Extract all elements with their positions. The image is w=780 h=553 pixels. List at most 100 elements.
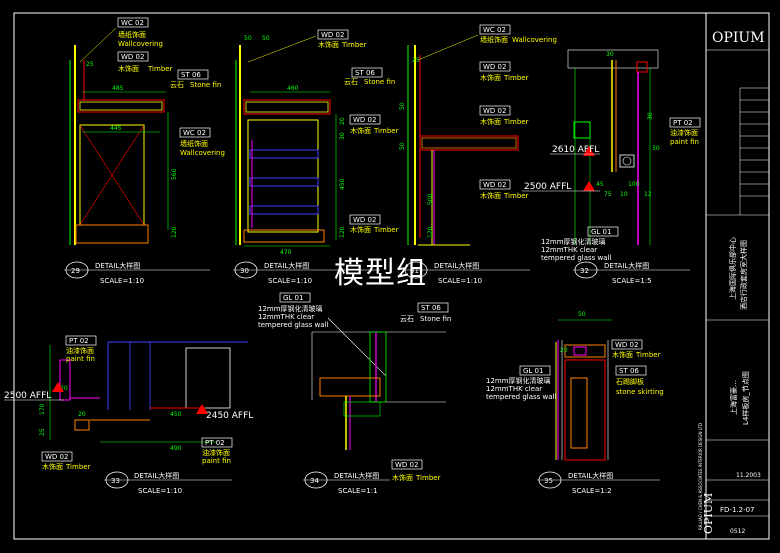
detail-34-num: 34 — [310, 477, 319, 485]
detail-30-num: 30 — [240, 267, 249, 275]
label-30-timber-cn-b: 木饰面 — [350, 126, 371, 135]
label-30-timber-cn: 木饰面 — [318, 40, 339, 49]
detail-34-scale: SCALE=1:1 — [338, 487, 378, 495]
dim-32-8: 12 — [644, 191, 652, 198]
tag-34-wd02: WD 02 — [395, 461, 418, 469]
dim-30-3: 460 — [287, 85, 299, 92]
detail-34: GL 01 12mm厚钢化清玻璃 12mmTHK clear tempered … — [258, 292, 451, 495]
detail-31-scale: SCALE=1:10 — [438, 277, 482, 285]
dim-30-5: 120 — [339, 226, 346, 238]
label-32-paint-en: paint fin — [670, 138, 699, 146]
tag-31-wd02-c: WD 02 — [483, 181, 506, 189]
sheet-name: 上海富豪… — [729, 380, 738, 415]
tag-30-st06: ST 06 — [355, 69, 375, 77]
dim-33-3: 170 — [39, 403, 46, 415]
label-33-timber-cn: 木饰面 — [42, 462, 63, 471]
label-30-timber-en-c: Timber — [373, 226, 399, 234]
tag-29-wd02: WD 02 — [121, 53, 144, 61]
detail-33-num: 33 — [111, 477, 120, 485]
dim-29-5: 120 — [171, 226, 178, 238]
dim-30-2: 50 — [262, 35, 270, 42]
detail-30-scale: SCALE=1:10 — [268, 277, 312, 285]
detail-29-title: DETAIL大样图 — [95, 261, 140, 270]
tag-29-wc02: WC 02 — [121, 19, 144, 27]
tag-31-wd02-b: WD 02 — [483, 107, 506, 115]
label-30-timber-cn-c: 木饰面 — [350, 225, 371, 234]
dim-33-5: 20 — [60, 385, 68, 392]
label-34-timber-en: Timber — [415, 474, 441, 482]
level-marker-icon — [583, 146, 595, 156]
side-note: RA.LIAO / CHEN & ASSOCIATES INTERIOR DES… — [698, 423, 703, 530]
tag-35-st06: ST 06 — [619, 367, 639, 375]
dim-33-1: 450 — [170, 411, 182, 418]
label-35-timber-en: Timber — [635, 351, 661, 359]
level-2450: 2450 AFFL — [206, 411, 253, 421]
label-32-glass-cn: 12mm厚钢化清玻璃 — [541, 237, 606, 246]
label-33-timber-en: Timber — [65, 463, 91, 471]
detail-29-scale: SCALE=1:10 — [100, 277, 144, 285]
label-34-timber-cn: 木饰面 — [392, 473, 413, 482]
dim-30-7: 30 — [339, 132, 346, 140]
dim-31-2: 50 — [399, 102, 406, 110]
detail-31-title: DETAIL大样图 — [434, 261, 479, 270]
project-subtitle: 酒店行政套房室大样图 — [739, 240, 748, 310]
tag-30-wd02: WD 02 — [321, 31, 344, 39]
label-32-paint-cn: 油漆饰面 — [670, 128, 698, 137]
label-29-wallpaper-cn: 墙纸饰面 — [118, 30, 146, 39]
detail-29-num: 29 — [71, 267, 80, 275]
detail-32-num: 32 — [580, 267, 589, 275]
tag-33-pt02-b: PT 02 — [205, 439, 225, 447]
dim-30-6: 450 — [339, 178, 346, 190]
label-34-glass-en1: 12mmTHK clear — [258, 313, 314, 321]
dim-29-2: 445 — [110, 125, 122, 132]
dim-32-4: 100 — [628, 181, 640, 188]
dim-32-2: 30 — [606, 51, 614, 58]
dim-35-1: 50 — [578, 311, 586, 318]
tag-30-wd02-c: WD 02 — [353, 216, 376, 224]
project-name: 上海国际俱乐部中心 — [728, 237, 737, 300]
dim-29-4: 560 — [171, 168, 178, 180]
dim-32-5: 45 — [596, 181, 604, 188]
label-31-wallpaper-cn: 墙纸饰面 — [480, 35, 508, 44]
label-35-skirting-cn: 石踢脚板 — [616, 377, 644, 386]
page-number: 0512 — [730, 528, 745, 535]
sheet-border — [13, 12, 770, 540]
label-29-wallpaper-cn-b: 墙纸饰面 — [180, 139, 208, 148]
dim-32-6: 75 — [604, 191, 612, 198]
sheet-subtitle: L4样板房_节点图 — [741, 371, 750, 425]
label-33-paint-en-b: paint fin — [202, 457, 231, 465]
level-marker-icon — [583, 181, 595, 191]
label-30-stone-en: Stone fin — [364, 78, 395, 86]
detail-33-title: DETAIL大样图 — [134, 471, 179, 480]
detail-30: 50 50 460 470 120 450 30 20 WD 02 木饰面 Ti… — [233, 29, 399, 285]
watermark: 模型组 — [334, 256, 427, 291]
dim-35-2: 20 — [560, 347, 568, 354]
label-33-paint-en: paint fin — [66, 355, 95, 363]
label-31-timber-cn-c: 木饰面 — [480, 191, 501, 200]
dim-31-4: 120 — [427, 226, 434, 238]
label-34-stone-cn: 云石 — [400, 315, 414, 323]
dim-32-3: 30 — [652, 145, 660, 152]
tag-32-pt02: PT 02 — [673, 119, 693, 127]
label-31-timber-en-c: Timber — [503, 192, 529, 200]
level-marker-icon — [196, 404, 208, 414]
detail-35: 50 20 GL 01 12mm厚钢化清玻璃 12mmTHK clear tem… — [486, 311, 664, 495]
label-29-stone-en: Stone fin — [190, 81, 221, 89]
detail-34-title: DETAIL大样图 — [334, 471, 379, 480]
tag-29-st06: ST 06 — [181, 71, 201, 79]
label-35-glass-en2: tempered glass wall — [486, 393, 556, 401]
drawing-number: FD-1.2-07 — [720, 506, 755, 514]
detail-35-num: 35 — [544, 477, 553, 485]
label-34-stone-en: Stone fin — [420, 315, 451, 323]
tag-31-wc02: WC 02 — [483, 26, 506, 34]
label-34-glass-en2: tempered glass wall — [258, 321, 328, 329]
title-block: OPIUM 上海国际俱乐部中心 酒店行政套房室大样图 上海富豪… L4样板房_节… — [698, 30, 769, 535]
label-35-skirting-en: stone skirting — [616, 388, 664, 396]
dim-31-5: 500 — [427, 193, 434, 205]
tag-30-wd02-b: WD 02 — [353, 116, 376, 124]
detail-33-scale: SCALE=1:10 — [138, 487, 182, 495]
dim-31-3: 50 — [399, 142, 406, 150]
label-33-paint-cn: 油漆饰面 — [66, 346, 94, 355]
